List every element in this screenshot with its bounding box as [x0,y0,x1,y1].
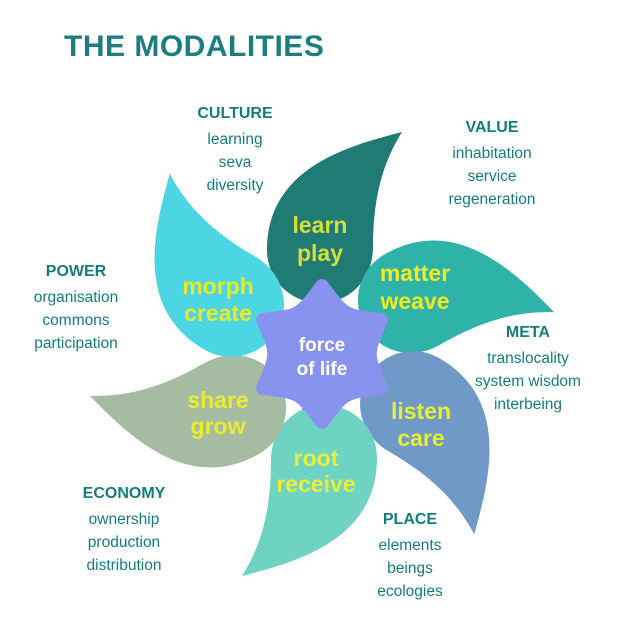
modality-item: commons [42,312,110,329]
center-star [256,279,388,429]
modality-heading: POWER [45,263,107,280]
modality-meta: META translocality system wisdom interbe… [438,322,618,416]
petal-word-grow: grow [191,413,246,439]
modality-heading: VALUE [465,119,519,136]
modality-item: inhabitation [452,145,532,162]
modality-economy: ECONOMY ownership production distributio… [34,483,214,577]
center-label-line1: force [299,335,345,356]
modality-place: PLACE elements beings ecologies [320,509,500,603]
petal-word-share: share [187,387,248,413]
modality-item: diversity [206,177,264,194]
modality-item: participation [34,335,118,352]
modality-item: ecologies [377,583,443,600]
modality-heading: META [505,324,551,341]
petal-word-receive: receive [276,471,355,497]
modality-item: organisation [33,289,119,306]
petal-word-matter: matter [380,260,450,286]
modality-heading: ECONOMY [82,485,166,502]
modality-item: ownership [88,511,160,528]
petal-word-listen: listen [391,398,451,424]
modality-item: interbeing [493,396,563,413]
modality-culture: CULTURE learning seva diversity [145,103,325,197]
center-label-line2: of life [297,359,348,380]
modality-heading: CULTURE [197,105,273,122]
petal-word-play: play [297,240,343,266]
modality-item: elements [378,537,442,554]
modality-item: system wisdom [475,373,581,390]
modality-item: learning [207,131,263,148]
petal-word-care: care [397,425,444,451]
petal-word-learn: learn [293,212,348,238]
modality-heading: PLACE [382,511,438,528]
modality-item: regeneration [448,191,536,208]
modality-item: beings [387,560,433,577]
modality-item: seva [218,154,252,171]
modality-item: production [87,534,161,551]
petal-word-morph: morph [182,273,254,299]
modality-item: service [467,168,517,185]
modality-power: POWER organisation commons participation [0,261,166,355]
modality-value: VALUE inhabitation service regeneration [402,117,582,211]
page-title: THE MODALITIES [64,30,325,63]
modality-item: distribution [86,557,162,574]
petal-word-weave: weave [379,288,449,314]
petal-word-root: root [294,445,339,471]
modality-item: translocality [487,350,569,367]
petal-word-create: create [184,300,252,326]
